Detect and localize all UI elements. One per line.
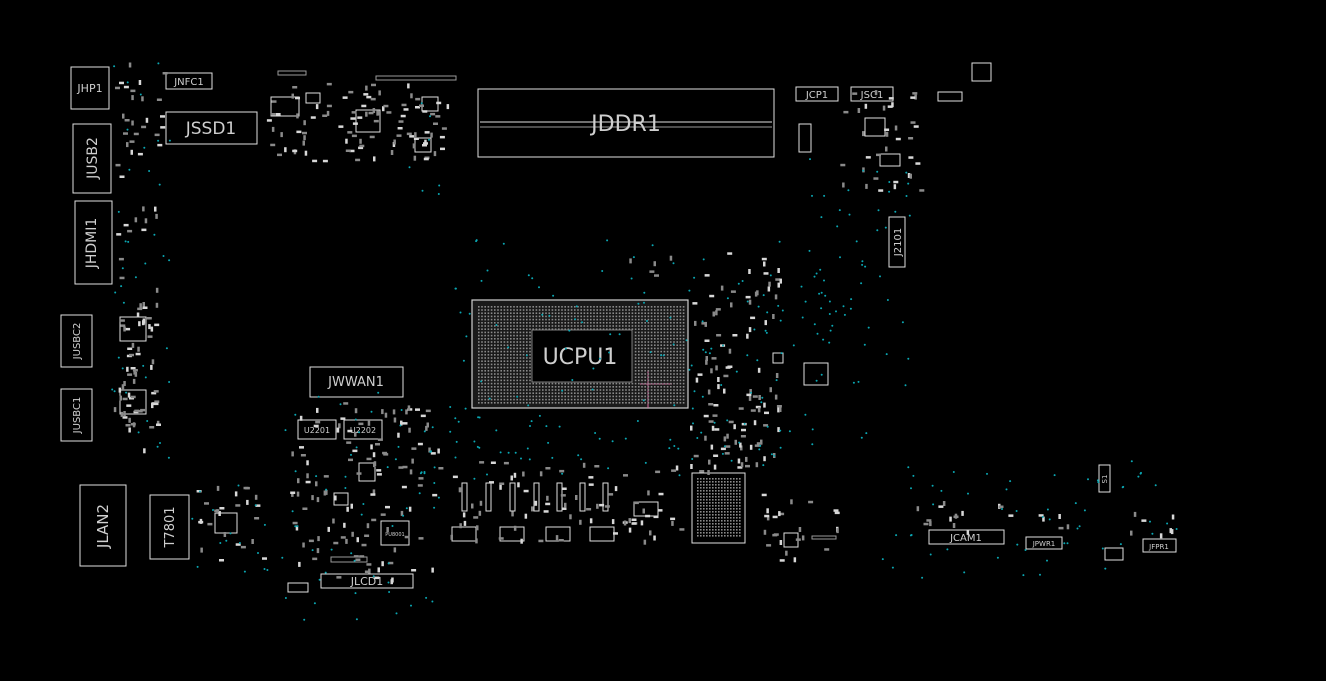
jsc1-side-part[interactable] <box>879 153 901 167</box>
jhdmi1-label: JHDMI1 <box>84 218 100 270</box>
jsc1-label: JSC1 <box>860 90 884 101</box>
connector-jnfc1[interactable]: JNFC1 <box>165 72 213 90</box>
switch-s1[interactable]: S1 <box>1098 464 1111 493</box>
jcp1-side-part[interactable] <box>798 123 812 153</box>
power-ic-chip[interactable] <box>358 462 376 482</box>
u2201-label: U2201 <box>304 426 330 435</box>
jfpr1-label: JFPR1 <box>1148 543 1169 551</box>
connector-jhp1[interactable]: JHP1 <box>70 66 110 110</box>
right-small-pad[interactable] <box>772 352 784 364</box>
usbc2-controller-chip[interactable] <box>119 316 147 342</box>
top-header-strip-2 <box>277 70 307 76</box>
connector-jcam1[interactable]: JCAM1 <box>928 529 1005 545</box>
transformer-t7801[interactable]: T7801 <box>149 494 190 560</box>
cpu-ucpu1[interactable]: UCPU1 <box>471 299 689 409</box>
jusbc1-label: JUSBC1 <box>72 397 83 435</box>
jnfc1-label: JNFC1 <box>173 77 204 88</box>
bottom-right-pad[interactable] <box>1104 547 1124 561</box>
jcp1-label: JCP1 <box>805 90 828 101</box>
connector-j2101[interactable]: J2101 <box>888 216 906 268</box>
memory-bga-chip[interactable] <box>691 472 746 544</box>
small-connector-bottom[interactable] <box>287 582 309 593</box>
jssd1-label: JSSD1 <box>185 119 237 139</box>
chip-u2201[interactable]: U2201 <box>297 419 337 440</box>
jpwr1-label: JPWR1 <box>1032 540 1056 548</box>
connector-jhdmi1[interactable]: JHDMI1 <box>74 200 113 285</box>
smd-component-field <box>113 62 1175 585</box>
chip-u2202[interactable]: U2202 <box>343 419 383 440</box>
top-right-connector[interactable] <box>937 91 963 102</box>
chip-pu8001[interactable]: PU8001 <box>380 520 410 546</box>
via-field <box>111 62 1178 621</box>
connector-jsc1[interactable]: JSC1 <box>850 86 894 102</box>
cpu-die-area <box>531 329 633 383</box>
top-right-square-pad[interactable] <box>971 62 992 82</box>
connector-jssd1[interactable]: JSSD1 <box>165 111 258 145</box>
power-ic-chip-2[interactable] <box>333 492 349 506</box>
ucpu1-label: UCPU1 <box>543 345 618 370</box>
top-tiny-chip[interactable] <box>305 92 321 104</box>
connector-jusb2[interactable]: JUSB2 <box>72 123 112 194</box>
jcam1-label: JCAM1 <box>949 533 982 544</box>
top-controller-chip[interactable] <box>355 109 381 133</box>
bottom-right-strip <box>811 535 837 540</box>
jhp1-label: JHP1 <box>76 82 102 95</box>
jlcd1-pin-strip <box>330 556 368 563</box>
s1-label: S1 <box>1101 475 1109 484</box>
connector-jusbc1[interactable]: JUSBC1 <box>60 388 93 442</box>
t7801-label: T7801 <box>163 506 178 548</box>
connector-jfpr1[interactable]: JFPR1 <box>1142 538 1177 553</box>
pu8001-label: PU8001 <box>385 532 404 538</box>
slot-jddr1[interactable]: JDDR1 <box>477 88 775 158</box>
jddr1-label: JDDR1 <box>589 112 661 137</box>
u2202-label: U2202 <box>350 426 376 435</box>
usbc1-controller-chip[interactable] <box>119 389 147 415</box>
top-header-strip <box>375 75 457 81</box>
right-controller-chip[interactable] <box>803 362 829 386</box>
jusbc2-label: JUSBC2 <box>72 323 83 361</box>
jsc1-controller-chip[interactable] <box>864 117 886 137</box>
j2101-label: J2101 <box>893 228 904 257</box>
jlan2-label: JLAN2 <box>94 504 112 549</box>
connector-jpwr1[interactable]: JPWR1 <box>1025 536 1063 550</box>
jwwan1-label: JWWAN1 <box>327 375 384 390</box>
connector-jwwan1[interactable]: JWWAN1 <box>309 366 404 398</box>
connector-jcp1[interactable]: JCP1 <box>795 86 839 102</box>
connector-jusbc2[interactable]: JUSBC2 <box>60 314 93 368</box>
pc8001-chip[interactable] <box>270 96 300 117</box>
jusb2-label: JUSB2 <box>85 137 101 180</box>
connector-jlan2[interactable]: JLAN2 <box>79 484 127 567</box>
